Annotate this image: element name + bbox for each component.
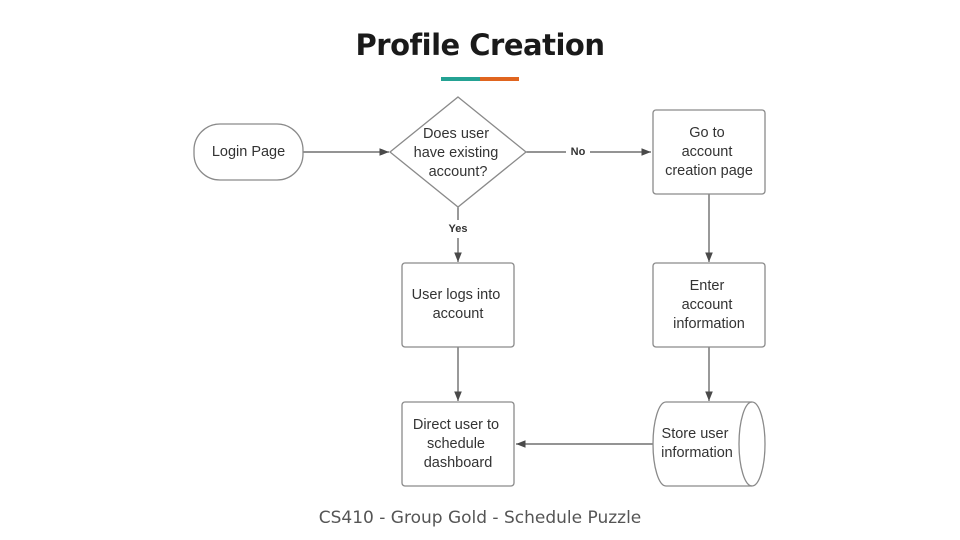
slide-title: Profile Creation — [355, 28, 605, 62]
edge-label-yes: Yes — [449, 223, 468, 235]
svg-text:Store user information: Store user information — [661, 426, 733, 461]
node-enter-account-information: Enter account information — [652, 262, 766, 348]
slide-footer: CS410 - Group Gold - Schedule Puzzle — [318, 508, 642, 528]
svg-text:Enter account info: Enter account information — [673, 278, 745, 332]
accent-bar-teal — [441, 77, 480, 81]
edge-label-no: No — [571, 146, 586, 158]
node-goto-account-creation: Go to account creation page — [652, 109, 766, 195]
node-decision-existing-account: Does user have existing account? — [388, 96, 528, 208]
svg-text:Direct user to schedule: Direct user to schedule dashboard — [413, 417, 503, 471]
node-user-logs-into-account: User logs into account — [401, 262, 515, 348]
svg-text:User logs into account: User logs into account — [412, 287, 505, 322]
node-store-user-information: Store user information — [652, 401, 766, 487]
node-login-page: Login Page — [193, 123, 304, 181]
svg-text:Does user have existing: Does user have existing account? — [414, 126, 503, 180]
node-direct-user-to-dashboard: Direct user to schedule dashboard — [401, 401, 515, 487]
accent-bar-orange — [480, 77, 519, 81]
svg-text:Go to account crea: Go to account creation page — [665, 125, 753, 179]
svg-text:Login Page: Login Page — [212, 144, 285, 160]
